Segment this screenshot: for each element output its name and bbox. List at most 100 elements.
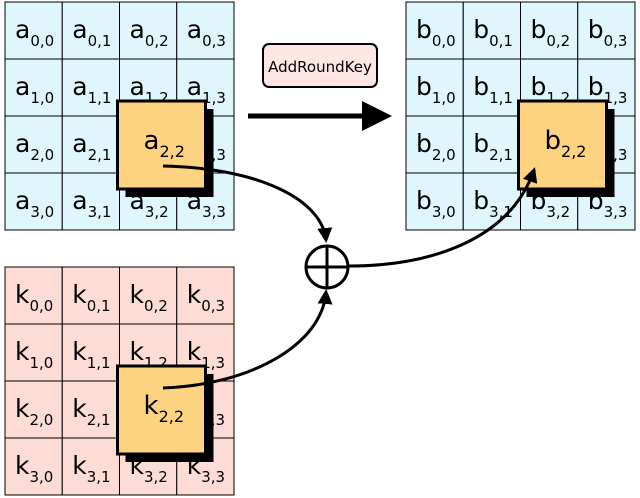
cell-label-letter: b <box>473 186 489 215</box>
cell-label-index: 0,2 <box>145 32 169 50</box>
cell-label-letter: a <box>72 72 87 101</box>
matrix-cell <box>61 1 120 60</box>
cell-label-letter: k <box>130 280 145 309</box>
matrix-cell <box>577 1 636 60</box>
transform-arrow <box>248 101 392 131</box>
xor-to-output-curve <box>348 167 538 268</box>
cell-label-index: 1,3 <box>202 89 226 107</box>
cell-label-letter: k <box>15 280 30 309</box>
cell-label-index: 1,3 <box>201 354 225 372</box>
cell-label-index: 0,2 <box>144 297 168 315</box>
matrix-cell <box>462 172 521 231</box>
cell-label-letter: k <box>187 280 202 309</box>
cell-label-index: 0,1 <box>88 32 112 50</box>
highlighted-cell-label: b2,2 <box>545 126 587 161</box>
cell-label: b3,1 <box>473 186 513 221</box>
matrix-cell <box>61 437 120 496</box>
key-to-xor-curve <box>162 289 333 390</box>
matrix-cell <box>61 323 120 382</box>
cell-label: k0,2 <box>130 280 168 315</box>
cell-label-letter: k <box>72 451 87 480</box>
cell-label-index: 2,1 <box>87 411 111 429</box>
matrix-cell <box>520 1 579 60</box>
cell-label-index: 0,0 <box>30 32 54 50</box>
matrix-cell <box>462 115 521 174</box>
cell-label-letter: k <box>72 280 87 309</box>
matrix-cell <box>4 323 63 382</box>
matrix-cell <box>4 1 63 60</box>
cell-label-index: 3,1 <box>87 468 111 486</box>
highlighted-cell-label-letter: a <box>144 126 160 156</box>
cell-label: a3,1 <box>72 186 111 221</box>
cell-label-index: 1,1 <box>489 89 513 107</box>
matrix-cell <box>119 266 178 325</box>
cell-label: a1,1 <box>72 72 111 107</box>
input-to-xor-curve <box>162 164 333 243</box>
cell-label: b0,0 <box>416 15 456 50</box>
cell-label: b1,3 <box>588 72 628 107</box>
cell-label-index: 0,1 <box>87 297 111 315</box>
cell-label-index: 2,0 <box>432 146 456 164</box>
matrix-cell <box>61 115 120 174</box>
cell-label-index: 3,1 <box>489 203 513 221</box>
matrix-cell <box>61 58 120 117</box>
operation-label: AddRoundKey <box>268 58 372 76</box>
highlighted-cell-label: k2,2 <box>144 391 185 426</box>
cell-label-letter: k <box>72 337 87 366</box>
matrix-cell <box>176 1 235 60</box>
cell-label-index: 0,1 <box>489 32 513 50</box>
cell-label-index: 3,2 <box>144 468 168 486</box>
cell-label-letter: a <box>130 15 145 44</box>
cell-label: k1,0 <box>15 337 53 372</box>
cell-label-index: 3,2 <box>145 203 169 221</box>
cell-label: b0,1 <box>473 15 513 50</box>
cell-label-index: 0,0 <box>29 297 53 315</box>
highlighted-cell-label: a2,2 <box>144 126 185 161</box>
cell-label: b0,2 <box>531 15 571 50</box>
cell-label-letter: b <box>588 72 604 101</box>
highlighted-cell-label-index: 2,2 <box>159 407 184 426</box>
operation-label-box: AddRoundKey <box>262 43 378 88</box>
cell-label: a2,1 <box>72 129 111 164</box>
cell-label: a2,0 <box>15 129 54 164</box>
cell-label: a0,3 <box>187 15 226 50</box>
cell-label-index: 2,0 <box>30 146 54 164</box>
cell-label: k3,0 <box>15 451 53 486</box>
cell-label-letter: a <box>15 15 30 44</box>
cell-label: b3,0 <box>416 186 456 221</box>
matrix-cell <box>176 266 235 325</box>
cell-label-letter: a <box>72 15 87 44</box>
cell-label-letter: b <box>588 15 604 44</box>
matrix-cell <box>405 1 464 60</box>
cell-label-letter: b <box>473 129 489 158</box>
cell-label-index: 0,3 <box>201 297 225 315</box>
cell-label: k0,0 <box>15 280 53 315</box>
cell-label-index: 3,1 <box>88 203 112 221</box>
cell-label: a1,0 <box>15 72 54 107</box>
cell-label-letter: b <box>473 72 489 101</box>
cell-label: k1,1 <box>72 337 110 372</box>
cell-label-letter: k <box>72 394 87 423</box>
cell-label: a0,1 <box>72 15 111 50</box>
matrix-cell <box>119 1 178 60</box>
matrix-cell <box>405 115 464 174</box>
matrix-cell <box>4 380 63 439</box>
matrix-cell <box>4 172 63 231</box>
cell-label: b1,0 <box>416 72 456 107</box>
cell-label: k3,1 <box>72 451 110 486</box>
cell-label: b2,0 <box>416 129 456 164</box>
cell-label-index: 3,0 <box>30 203 54 221</box>
cell-label-index: 3,3 <box>202 203 226 221</box>
cell-label-letter: b <box>531 15 547 44</box>
cell-label-letter: a <box>72 129 87 158</box>
cell-label: a1,3 <box>187 72 226 107</box>
matrix-cell <box>4 266 63 325</box>
cell-label-index: 3,0 <box>432 203 456 221</box>
cell-label-index: 1,1 <box>87 354 111 372</box>
cell-label-letter: k <box>15 337 30 366</box>
highlighted-cell-label-letter: b <box>545 126 562 156</box>
matrix-cell <box>61 266 120 325</box>
cell-label-index: 2,1 <box>489 146 513 164</box>
cell-label-letter: k <box>15 451 30 480</box>
